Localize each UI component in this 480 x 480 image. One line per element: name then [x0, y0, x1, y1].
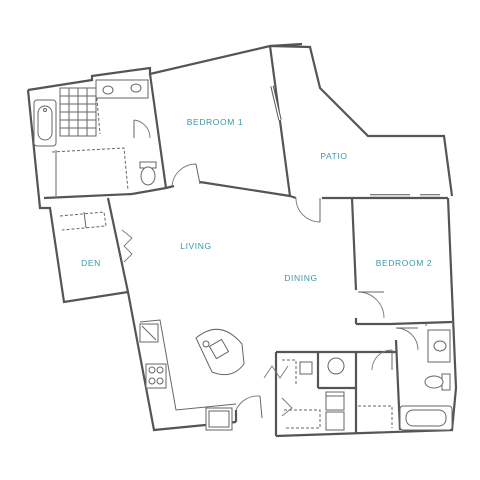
room-labels: BEDROOM 1 PATIO DEN LIVING DINING BEDROO… — [81, 117, 432, 283]
master-bath — [33, 79, 201, 196]
label-dining: DINING — [284, 273, 317, 283]
den-closet — [59, 211, 133, 263]
label-bedroom2: BEDROOM 2 — [376, 258, 432, 268]
patio-door — [295, 197, 321, 223]
label-patio: PATIO — [320, 151, 347, 161]
bedroom2-door — [357, 291, 385, 319]
label-den: DEN — [81, 258, 101, 268]
interior-walls — [43, 45, 453, 436]
bath-2 — [395, 324, 453, 431]
label-living: LIVING — [180, 241, 211, 251]
kitchen — [139, 319, 263, 431]
shower — [59, 87, 101, 137]
label-bedroom1: BEDROOM 1 — [187, 117, 243, 127]
windows — [270, 85, 440, 198]
laundry-closets — [263, 349, 393, 431]
